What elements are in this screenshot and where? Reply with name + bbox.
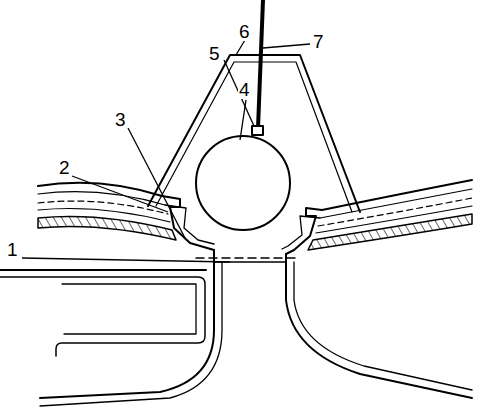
deck-surface (322, 180, 472, 210)
hatched-plate (38, 217, 176, 241)
plug-line (196, 257, 300, 259)
flange-outline (282, 216, 320, 249)
pipe-wall (40, 250, 214, 398)
hatched-plate (308, 214, 472, 250)
deck-surface (38, 183, 162, 196)
callout-number: 6 (238, 22, 251, 41)
rod (258, 0, 263, 128)
leader-line (72, 176, 168, 212)
callout-number: 5 (208, 44, 221, 63)
pipe-wall (40, 262, 222, 406)
callout-number: 4 (238, 80, 251, 99)
leader-line (224, 60, 254, 126)
leader-line (128, 128, 186, 240)
leader-lines (22, 40, 310, 262)
callout-number: 7 (312, 32, 325, 51)
leader-line (236, 40, 245, 55)
housing-outline (62, 284, 196, 334)
flange-outline (286, 208, 322, 254)
housing-line (0, 269, 206, 271)
pipe-wall (294, 262, 472, 390)
pipe-wall (286, 254, 472, 398)
deck-layer (320, 189, 472, 218)
callout-number: 1 (6, 240, 19, 259)
ball (196, 136, 290, 230)
leader-line (22, 258, 230, 262)
callout-number: 2 (58, 158, 71, 177)
callout-number: 3 (114, 110, 127, 129)
housing-outline (0, 277, 205, 356)
deck-layer (38, 192, 165, 205)
leader-line (263, 44, 310, 48)
lug (252, 126, 263, 135)
